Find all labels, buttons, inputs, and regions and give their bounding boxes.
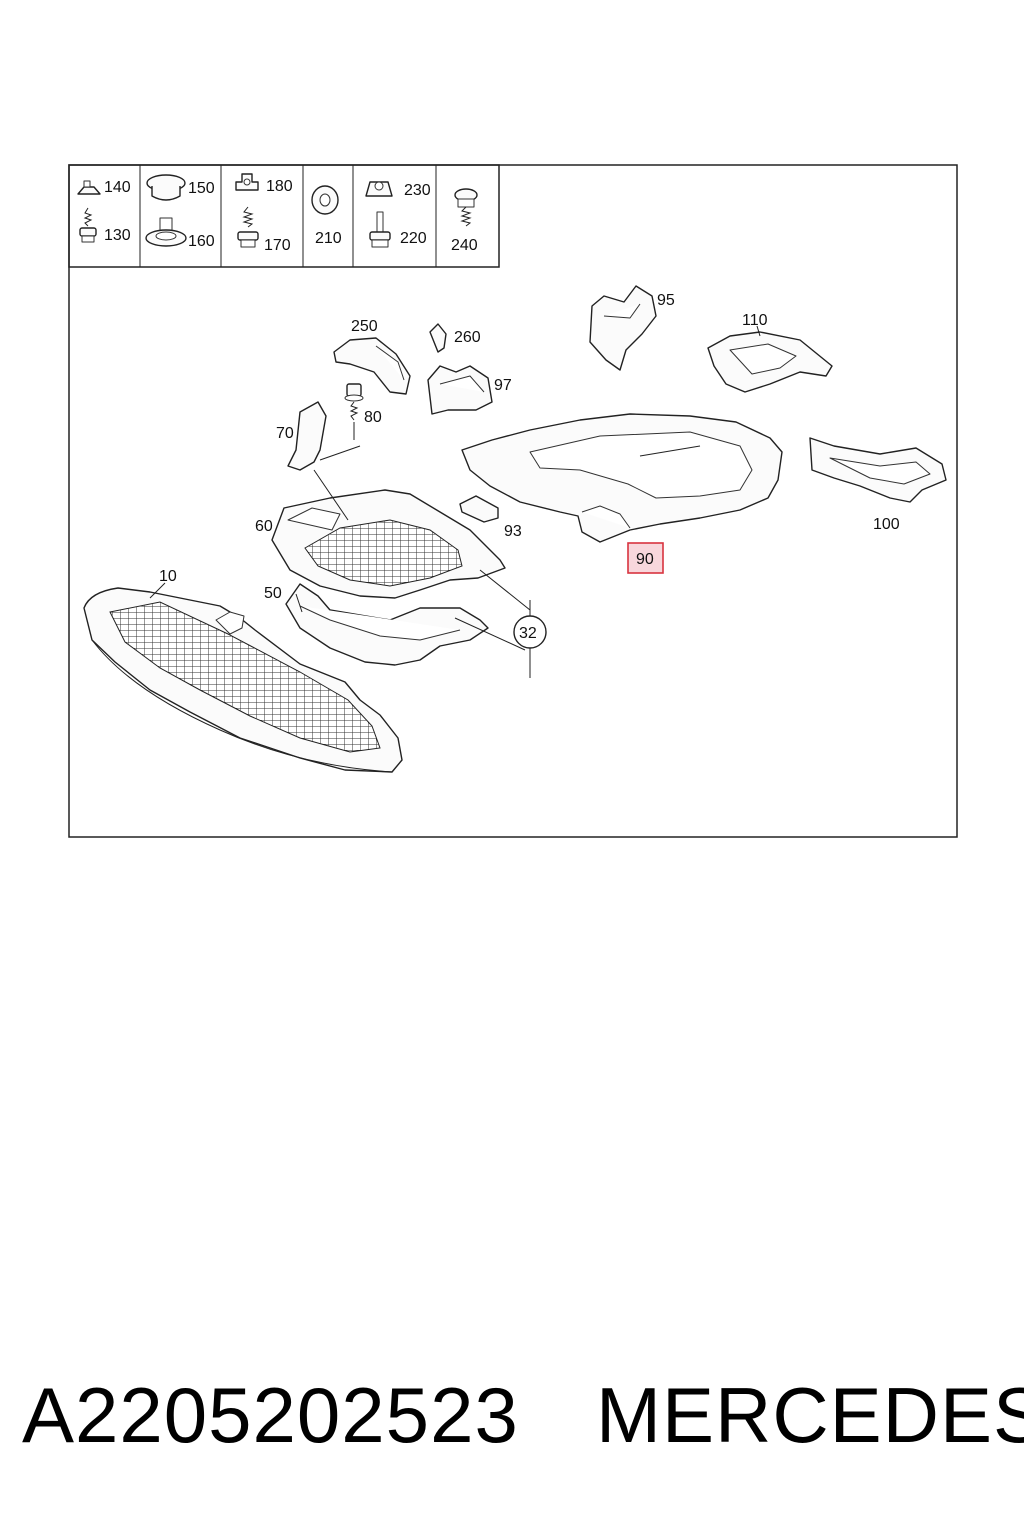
grommet-icon	[146, 174, 186, 201]
part-93-pad	[459, 495, 499, 523]
callout-97: 97	[494, 377, 512, 394]
legend-label-130: 130	[104, 227, 131, 244]
clip-icon	[77, 180, 101, 195]
callout-70: 70	[276, 425, 294, 442]
part-110-side-panel	[707, 325, 833, 393]
callout-32: 32	[519, 625, 537, 642]
rubber-grommet-icon	[311, 185, 339, 215]
hex-bolt-icon	[369, 211, 391, 248]
part-250-arch-bracket	[333, 337, 411, 395]
push-nut-icon	[145, 217, 187, 247]
diagram-frame	[68, 164, 958, 838]
callout-90: 90	[636, 551, 654, 568]
legend-label-150: 150	[188, 180, 215, 197]
legend-label-140: 140	[104, 179, 131, 196]
callout-32-leaders	[454, 569, 547, 678]
part-95-bracket	[589, 285, 657, 371]
part-260-clip	[429, 323, 447, 353]
part-90-center-underbody-panel	[461, 413, 783, 543]
callout-100: 100	[873, 516, 900, 533]
part-80-bolt	[344, 383, 364, 440]
fastener-legend: 140 130 150 160 180 170	[68, 164, 500, 268]
tapping-screw-icon	[237, 206, 259, 248]
callout-80: 80	[364, 409, 382, 426]
callout-250: 250	[351, 318, 378, 335]
part-number: A2205202523	[22, 1371, 519, 1459]
legend-label-230: 230	[404, 182, 431, 199]
legend-label-170: 170	[264, 237, 291, 254]
callout-260: 260	[454, 329, 481, 346]
part-97-side-bracket	[427, 365, 493, 415]
product-caption: A2205202523 MERCEDES	[0, 1370, 1024, 1470]
callout-93: 93	[504, 523, 522, 540]
speed-nut-icon	[235, 173, 259, 191]
legend-label-210: 210	[315, 230, 342, 247]
legend-label-220: 220	[400, 230, 427, 247]
part-50-lower-frame	[285, 583, 489, 666]
callout-10: 10	[159, 568, 177, 585]
brand-name: MERCEDES	[596, 1371, 1024, 1459]
part-60-engine-underbody-tray	[271, 489, 506, 599]
clip-nut-icon	[365, 181, 393, 197]
part-10-front-underbody-panel	[83, 582, 403, 773]
callout-50: 50	[264, 585, 282, 602]
callout-90-highlight-box	[627, 542, 664, 574]
part-70-support-bracket	[287, 401, 361, 521]
legend-label-160: 160	[188, 233, 215, 250]
callout-60: 60	[255, 518, 273, 535]
callout-95: 95	[657, 292, 675, 309]
self-tapping-screw-icon	[79, 207, 97, 243]
callout-110: 110	[742, 312, 768, 329]
part-100-rear-panel	[809, 437, 947, 503]
legend-label-240: 240	[451, 237, 478, 254]
washer-screw-icon	[454, 188, 478, 227]
legend-label-180: 180	[266, 178, 293, 195]
